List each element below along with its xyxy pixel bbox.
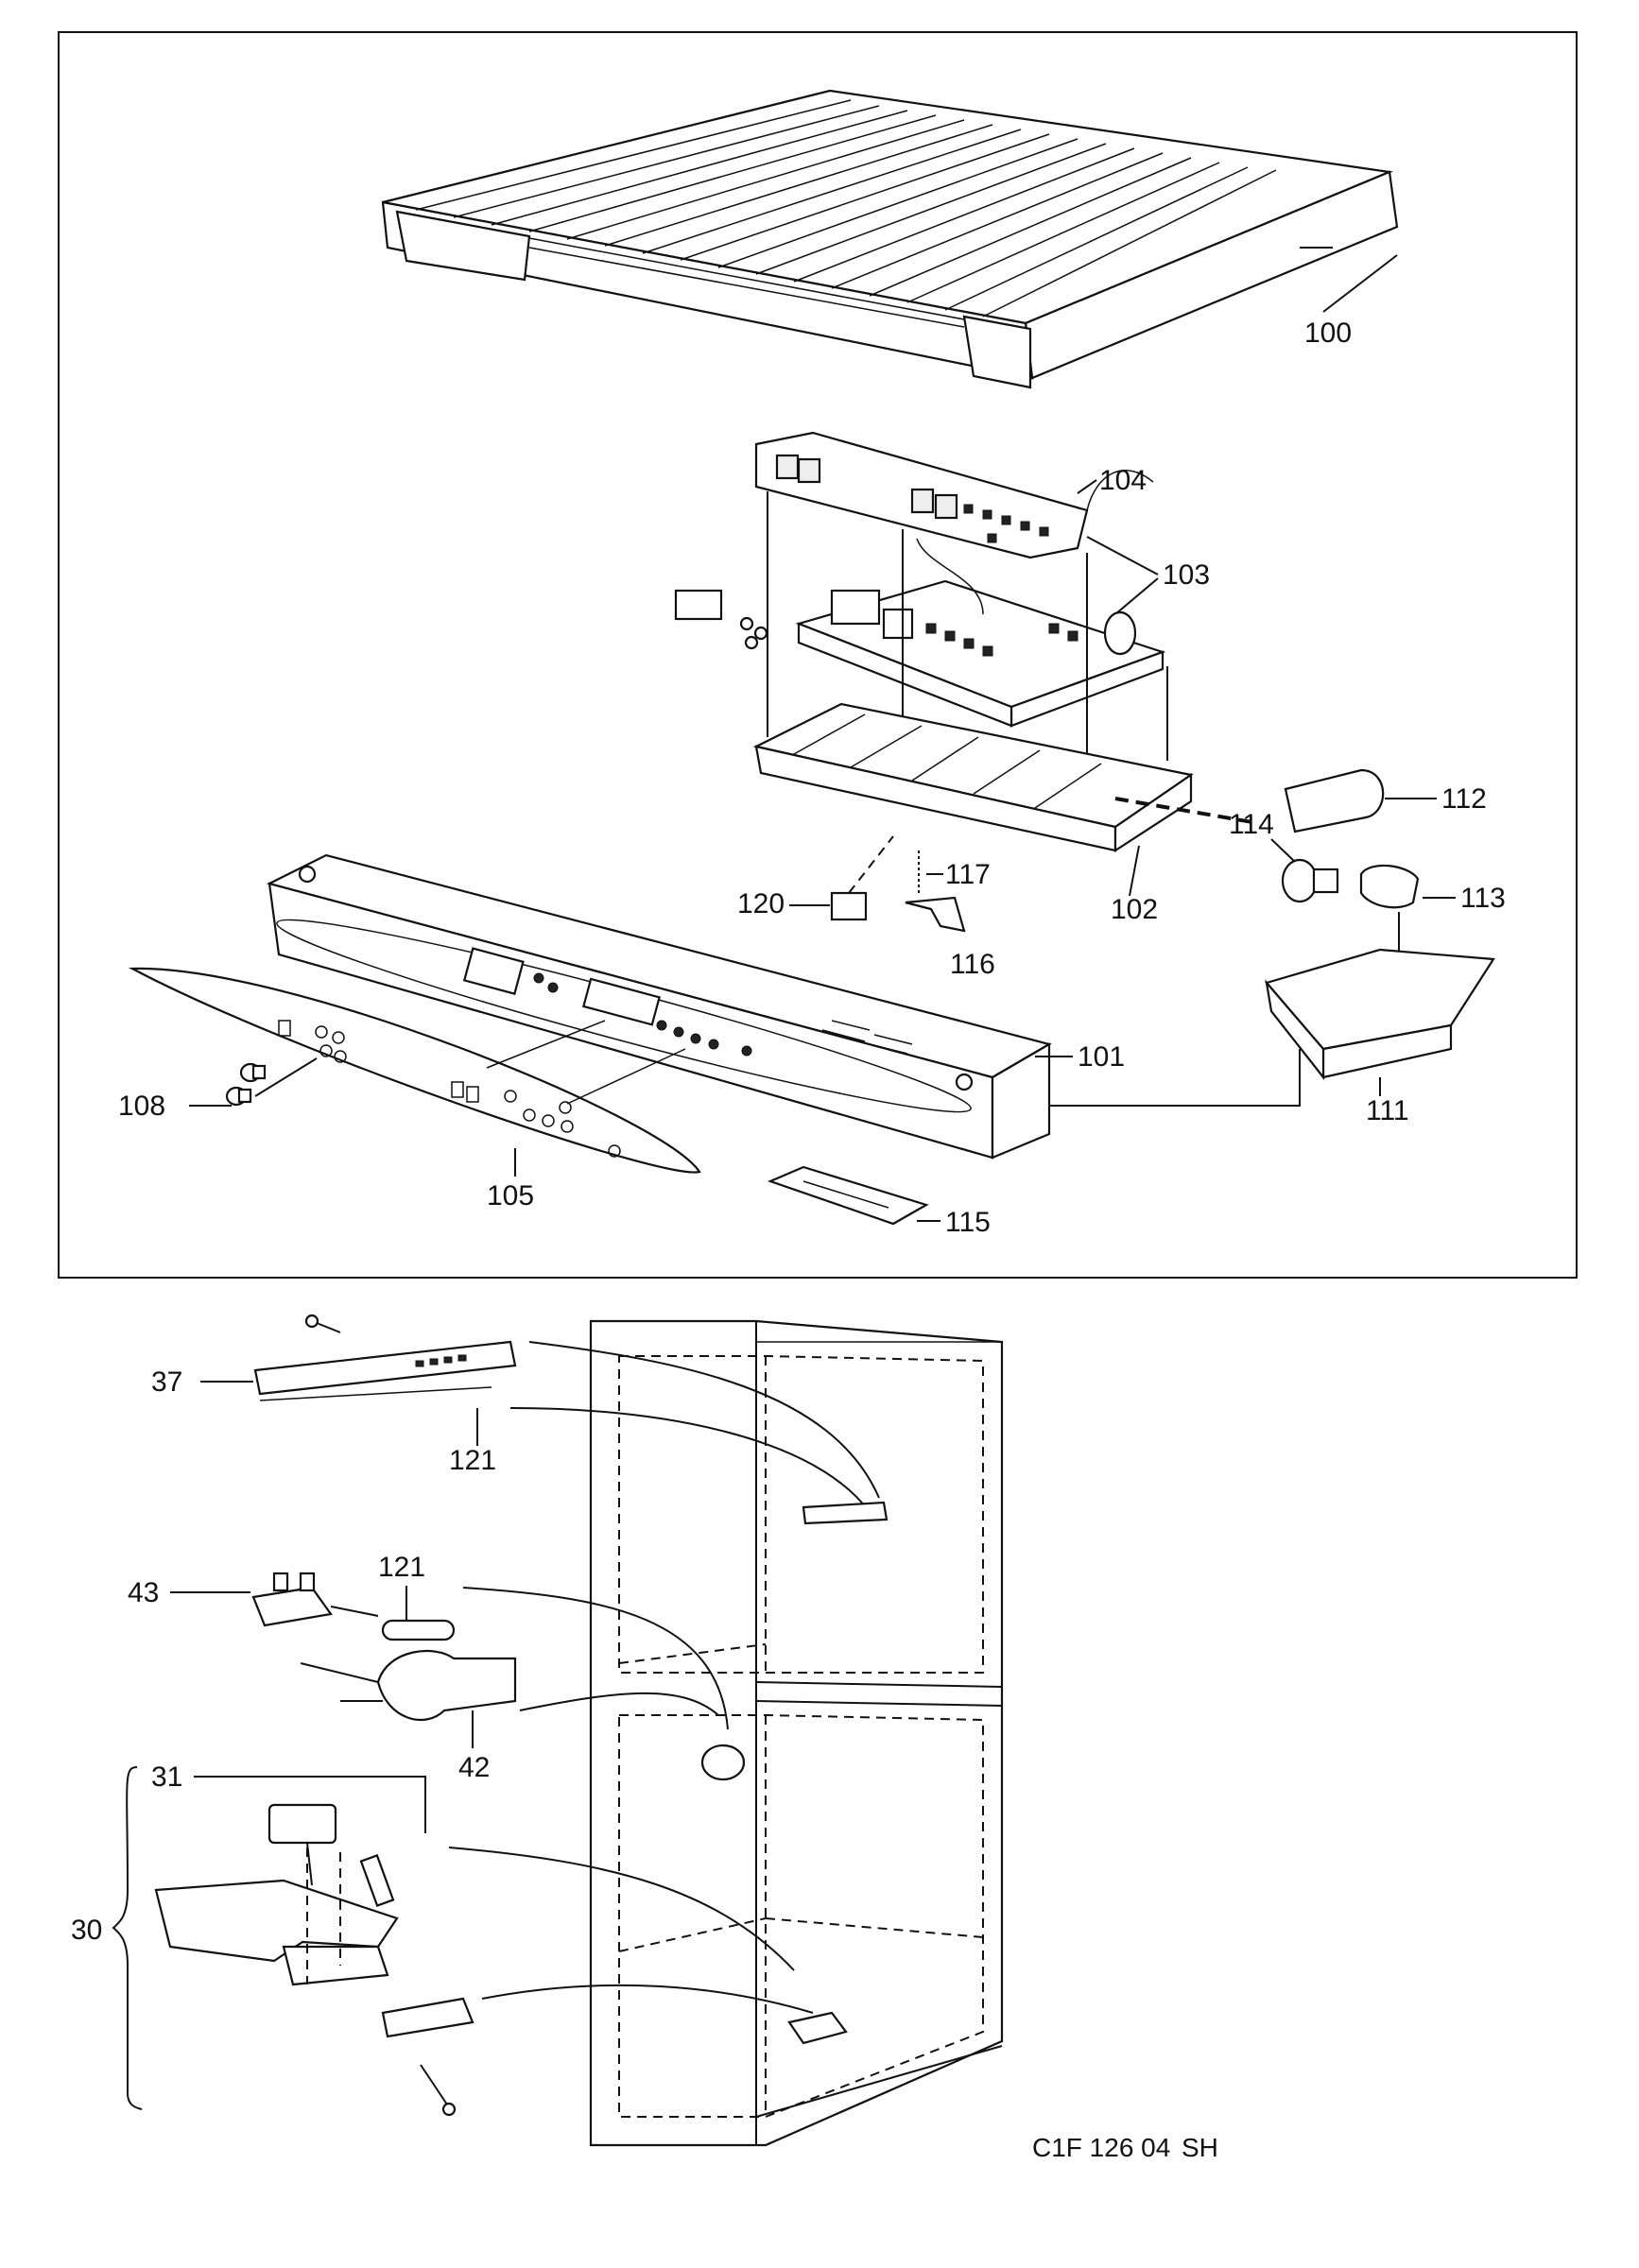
upper-assembly-frame (58, 31, 1578, 1279)
part-43-door-switch (251, 1572, 379, 1627)
bracket-30 (112, 1766, 143, 2110)
label-117: 117 (945, 859, 991, 890)
part-112-lamp-cover (1284, 768, 1385, 833)
part-103-main-pcb (795, 538, 1166, 728)
leader-31-to-cabinet (448, 1847, 795, 1971)
part-116-lever (905, 896, 966, 933)
installed-light-strip (802, 1501, 889, 1525)
label-115: 115 (945, 1207, 991, 1238)
label-120: 120 (737, 888, 785, 919)
label-121-upper: 121 (449, 1445, 496, 1476)
label-101: 101 (1078, 1041, 1125, 1073)
label-103: 103 (1163, 559, 1210, 591)
label-31: 31 (151, 1761, 182, 1793)
label-108: 108 (118, 1091, 165, 1122)
label-105: 105 (487, 1180, 534, 1211)
part-30-mounting-bracket (154, 1847, 399, 1986)
label-116: 116 (950, 949, 995, 980)
label-121-lower: 121 (378, 1552, 425, 1583)
small-screws (739, 616, 768, 650)
label-111: 111 (1366, 1095, 1409, 1126)
label-37: 37 (151, 1366, 182, 1398)
part-101-control-panel (266, 853, 1052, 1160)
refrigerator-cabinet (589, 1319, 1004, 2147)
label-102: 102 (1111, 894, 1158, 925)
part-113-lamp-holder (1359, 864, 1420, 909)
label-43: 43 (128, 1577, 159, 1608)
label-112: 112 (1441, 783, 1487, 815)
label-30: 30 (71, 1915, 102, 1946)
part-42-thermostat-knob (300, 1619, 517, 1722)
cover-plate-and-screw (381, 1997, 474, 2117)
leader-121-to-cabinet (509, 1407, 871, 1513)
part-115-clip (767, 1165, 929, 1226)
label-104: 104 (1099, 465, 1147, 496)
part-100-top-cover (381, 89, 1399, 389)
leader-37-to-cabinet (528, 1341, 880, 1499)
drawing-suffix: SH (1182, 2133, 1218, 2162)
part-111-lamp-housing (1265, 948, 1495, 1081)
part-37-light-strip (253, 1314, 517, 1401)
label-113: 113 (1460, 883, 1506, 914)
part-120-switch (830, 835, 894, 921)
label-114: 114 (1229, 809, 1274, 840)
part-108-push-buttons (225, 1062, 267, 1107)
part-104-display-board (754, 431, 1154, 559)
part-105-decor-strip (128, 967, 701, 1174)
part-102-housing (752, 702, 1194, 853)
leader-plate-to-cabinet (481, 1984, 814, 2014)
installed-bracket (787, 2011, 848, 2045)
part-114-bulb (1281, 858, 1339, 903)
leader-121-lower (462, 1587, 729, 1730)
label-100: 100 (1304, 318, 1352, 349)
leader-42-to-cabinet (519, 1692, 719, 1716)
label-42: 42 (458, 1752, 490, 1783)
small-window-part (674, 589, 723, 621)
part-31-sensor (267, 1803, 395, 1907)
installed-thermostat-knob (700, 1744, 746, 1781)
drawing-code: C1F 126 04 (1032, 2133, 1170, 2162)
